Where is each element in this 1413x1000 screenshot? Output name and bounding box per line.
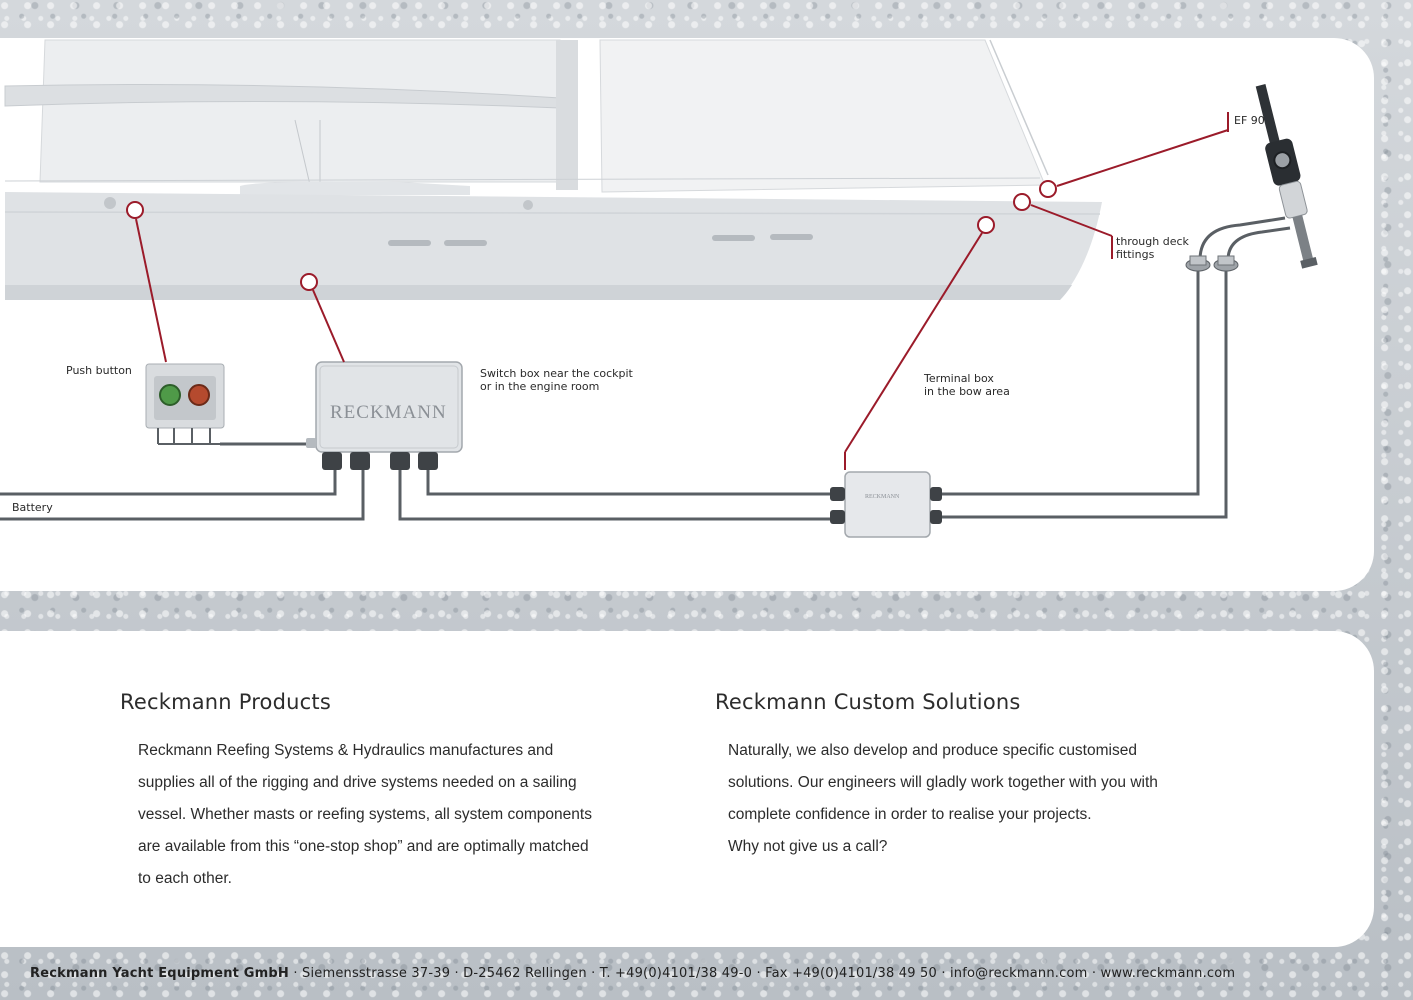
label-switch-box: Switch box near the cockpit or in the en… [480, 367, 633, 393]
label-battery: Battery [12, 501, 53, 514]
products-line: to each other. [138, 870, 232, 887]
switch-box-logo: RECKMANN [330, 402, 447, 423]
footer: Reckmann Yacht Equipment GmbH · Siemenss… [30, 966, 1235, 981]
callouts [126, 112, 1229, 470]
custom-line: solutions. Our engineers will gladly wor… [728, 774, 1158, 791]
label-terminal-box: Terminal box in the bow area [924, 372, 1010, 398]
label-through-deck-fittings: through deck fittings [1116, 235, 1189, 261]
ef90-drive [1255, 84, 1318, 269]
custom-solutions-body: Naturally, we also develop and produce s… [728, 735, 1158, 863]
footer-contact-details: · Siemensstrasse 37-39 · D-25462 Relling… [289, 966, 1236, 981]
label-ef90: EF 90 [1234, 114, 1265, 127]
push-button-box [145, 363, 225, 445]
label-push-button: Push button [66, 364, 132, 377]
products-line: supplies all of the rigging and drive sy… [138, 774, 577, 791]
custom-line: Why not give us a call? [728, 838, 888, 855]
switch-box: RECKMANN [306, 361, 463, 470]
system-diagram: RECKMANN RECKMANN [0, 39, 1318, 538]
terminal-box-logo: RECKMANN [865, 494, 900, 500]
products-line: vessel. Whether masts or reefing systems… [138, 806, 592, 823]
custom-line: complete confidence in order to realise … [728, 806, 1092, 823]
yacht-illustration [4, 39, 1102, 300]
products-body: Reckmann Reefing Systems & Hydraulics ma… [138, 735, 592, 895]
products-line: Reckmann Reefing Systems & Hydraulics ma… [138, 742, 554, 759]
cables [0, 216, 1291, 521]
custom-line: Naturally, we also develop and produce s… [728, 742, 1137, 759]
through-deck-fittings [1185, 255, 1239, 272]
products-heading: Reckmann Products [120, 690, 331, 714]
terminal-box: RECKMANN [830, 471, 942, 538]
custom-solutions-heading: Reckmann Custom Solutions [715, 690, 1021, 714]
text-panel [0, 631, 1374, 947]
footer-company: Reckmann Yacht Equipment GmbH [30, 966, 289, 981]
products-line: are available from this “one-stop shop” … [138, 838, 589, 855]
